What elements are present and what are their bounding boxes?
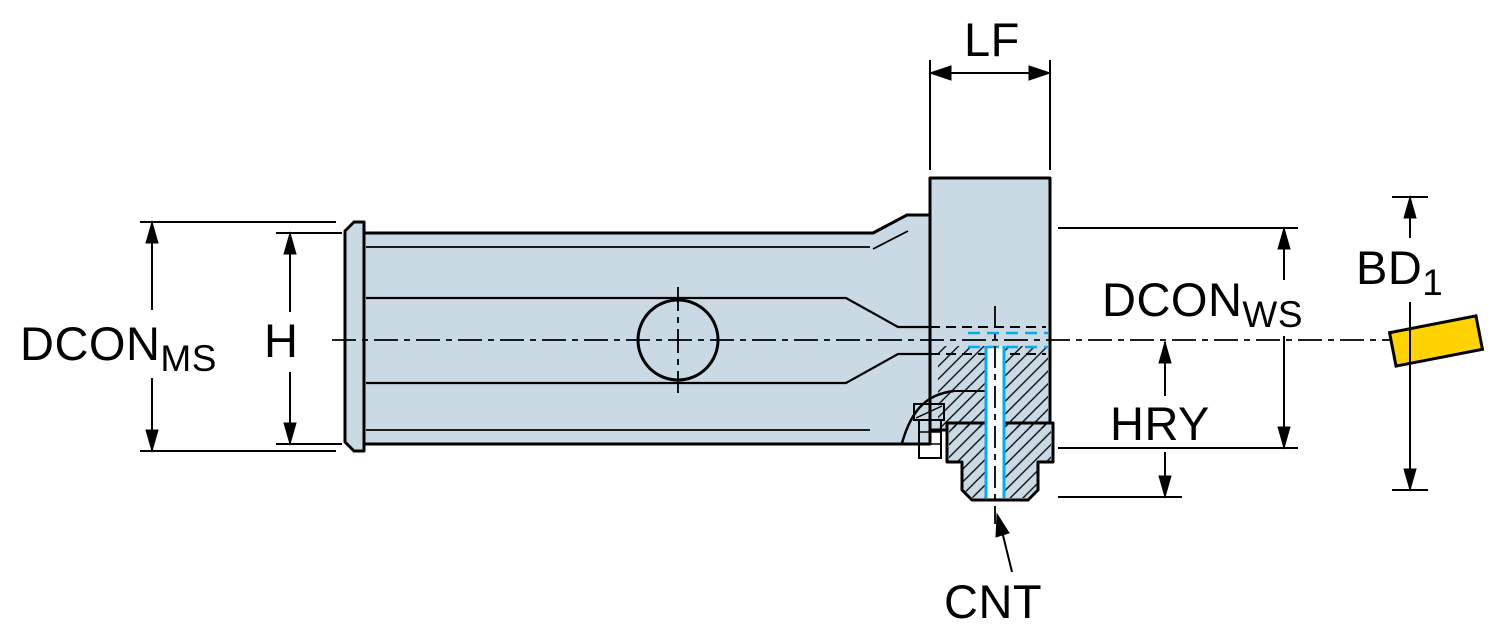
label-h-text: H [264, 314, 299, 367]
dim-lf [928, 60, 1052, 170]
arrowhead [995, 512, 1010, 538]
shank-end-cap [343, 220, 366, 453]
leader-cnt [995, 512, 1013, 573]
arrowhead [1158, 340, 1172, 364]
section-hatching [938, 346, 1051, 498]
screw-head-mark [915, 405, 943, 419]
cutting-insert-group [1387, 314, 1485, 368]
bore-upper [366, 296, 929, 329]
label-hry-text: HRY [1110, 397, 1210, 450]
screw-body [918, 419, 942, 459]
label-cnt-text: CNT [944, 575, 1043, 628]
label-dcon-ws-main: DCON [1102, 273, 1243, 326]
dim-hry [1058, 340, 1182, 499]
arrowhead [928, 65, 952, 81]
clamp-screw-detail [900, 346, 1004, 498]
arrowhead [1158, 475, 1172, 499]
dim-dcon-ms [140, 220, 336, 453]
arrowhead [1277, 426, 1291, 450]
arrowhead [1028, 65, 1052, 81]
arrowhead [283, 422, 297, 446]
label-hry: HRY [1110, 400, 1210, 447]
dim-h [276, 231, 342, 446]
bore-lines [366, 230, 1046, 431]
centerlines [332, 287, 1412, 524]
arrowhead [145, 220, 159, 244]
hatch-flange-right [1004, 346, 1048, 428]
label-h: H [264, 317, 298, 364]
arrowhead [1403, 468, 1417, 492]
label-dcon-ms-sub: MS [160, 338, 217, 379]
arrowhead [283, 231, 297, 255]
arrowhead [145, 429, 159, 453]
label-dcon-ms: DCONMS [20, 317, 217, 377]
label-lf: LF [964, 16, 1020, 63]
dim-bd1 [1392, 195, 1428, 492]
label-bd1-main: BD [1356, 241, 1423, 294]
dim-dcon-ws [1058, 226, 1298, 450]
label-cnt: CNT [944, 578, 1042, 625]
coolant-channel [968, 331, 1048, 498]
label-bd1-sub: 1 [1422, 262, 1444, 303]
neck-chamfer-line [872, 230, 909, 250]
hatch-flange-left [938, 346, 986, 428]
channel-bore [986, 346, 1004, 498]
tool-body [343, 176, 1055, 502]
shank-body [362, 213, 932, 446]
hatch-nut-right [1004, 424, 1051, 498]
label-lf-text: LF [964, 13, 1020, 66]
cutting-insert [1387, 314, 1485, 368]
label-bd1: BD1 [1356, 241, 1443, 301]
label-dcon-ws: DCONWS [1102, 273, 1303, 333]
hatch-nut-left [949, 424, 986, 498]
arrowhead [1403, 195, 1417, 219]
bore-lower [366, 352, 929, 385]
label-dcon-ws-sub: WS [1242, 294, 1303, 335]
label-dcon-ms-main: DCON [20, 317, 161, 370]
arrowhead [1277, 226, 1291, 250]
